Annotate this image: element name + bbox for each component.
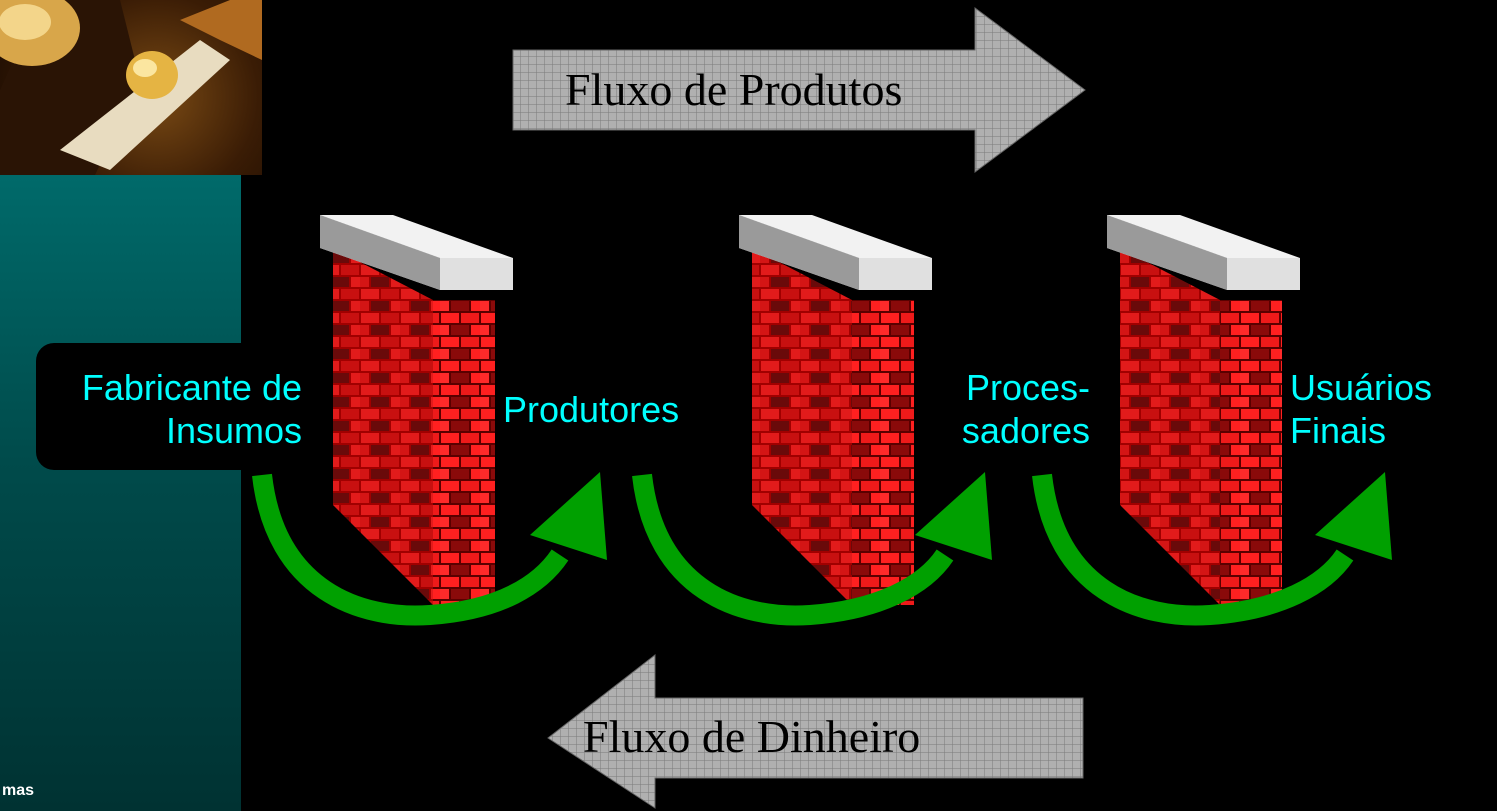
brick-wall-icon: [1107, 215, 1300, 605]
soybean-photo: [0, 0, 262, 175]
stage-label-line: Insumos: [165, 410, 302, 451]
stage-label-line: Usuários: [1290, 367, 1433, 408]
sidebar-panel: [0, 175, 241, 811]
products-flow-label: Fluxo de Produtos: [565, 64, 903, 115]
curved-arrow-icon: [1032, 472, 1392, 626]
brick-wall-icon: [320, 215, 513, 605]
money-flow-label: Fluxo de Dinheiro: [583, 711, 921, 762]
brick-wall-icon: [739, 215, 932, 605]
curved-arrow-icon: [252, 472, 607, 626]
stage-box: [36, 343, 336, 470]
stage-label-processors: Proces- sadores: [920, 366, 1090, 452]
stage-label-suppliers: Fabricante de Insumos: [12, 366, 302, 452]
stage-label-line: Finais: [1290, 410, 1387, 451]
money-flow-arrow: [547, 653, 1084, 809]
curved-arrow-icon: [632, 472, 992, 626]
stage-label-line: Fabricante de: [81, 367, 302, 408]
stage-label-line: Proces-: [965, 367, 1090, 408]
products-flow-arrow: [512, 7, 1086, 173]
stage-label-end-users: Usuários Finais: [1290, 366, 1432, 452]
stage-label-producers: Produtores: [503, 389, 680, 430]
soybean-icon: [0, 0, 262, 175]
stage-label-line: sadores: [961, 410, 1090, 451]
footer-text: mas: [2, 782, 35, 799]
